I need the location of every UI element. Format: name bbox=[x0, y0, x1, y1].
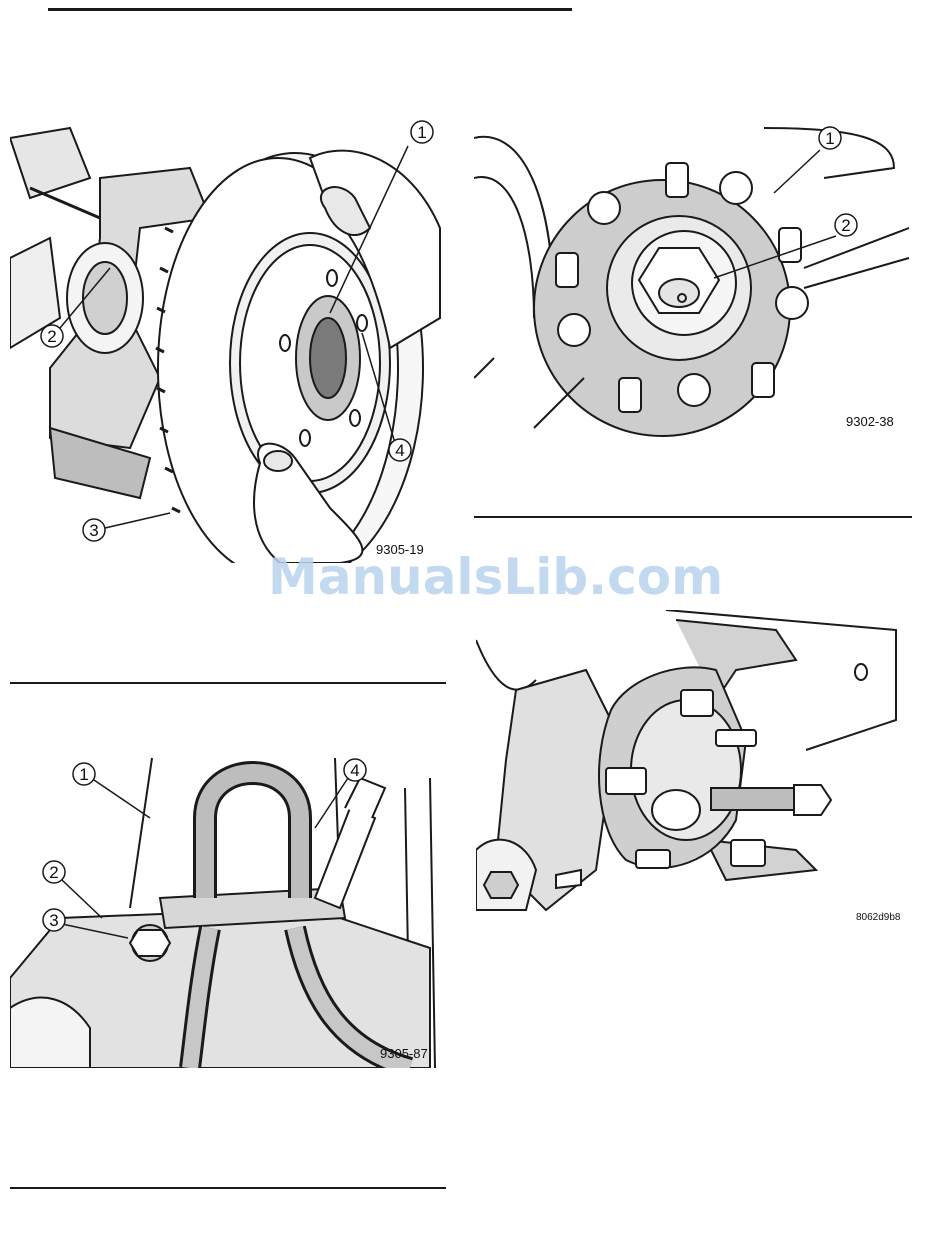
rotor-callout-2: 2 bbox=[47, 327, 56, 346]
hose-callout-4: 4 bbox=[350, 761, 359, 780]
left-col-divider-2 bbox=[10, 1187, 446, 1189]
rotor-callout-3: 3 bbox=[89, 521, 98, 540]
hose-callout-3: 3 bbox=[49, 911, 58, 930]
hose-illustration: 1 2 3 4 bbox=[10, 748, 446, 1068]
hose-figure-code: 9305-87 bbox=[380, 1046, 428, 1061]
knuckle-figure-code: 8062d9b8 bbox=[856, 912, 901, 923]
hose-callout-2: 2 bbox=[49, 863, 58, 882]
top-rule bbox=[48, 8, 572, 11]
left-col-divider-1 bbox=[10, 682, 446, 684]
rotor-callout-4: 4 bbox=[395, 441, 404, 460]
knuckle-illustration bbox=[476, 610, 912, 920]
hub-illustration: 1 2 bbox=[474, 118, 914, 438]
figure-rotor: 1 2 3 4 9305-19 bbox=[10, 118, 450, 563]
hose-callout-1: 1 bbox=[79, 765, 88, 784]
hub-figure-code: 9302-38 bbox=[846, 414, 894, 429]
hub-callout-2: 2 bbox=[841, 216, 850, 235]
rotor-illustration: 1 2 3 4 bbox=[10, 118, 450, 563]
rotor-figure-code: 9305-19 bbox=[376, 542, 424, 557]
figure-hub: 1 2 9302-38 bbox=[474, 118, 914, 438]
hub-callout-1: 1 bbox=[825, 129, 834, 148]
figure-knuckle: 8062d9b8 bbox=[476, 610, 912, 920]
figure-hose: 1 2 3 4 9305-87 bbox=[10, 748, 446, 1068]
right-col-divider bbox=[474, 516, 912, 518]
rotor-callout-1: 1 bbox=[417, 123, 426, 142]
